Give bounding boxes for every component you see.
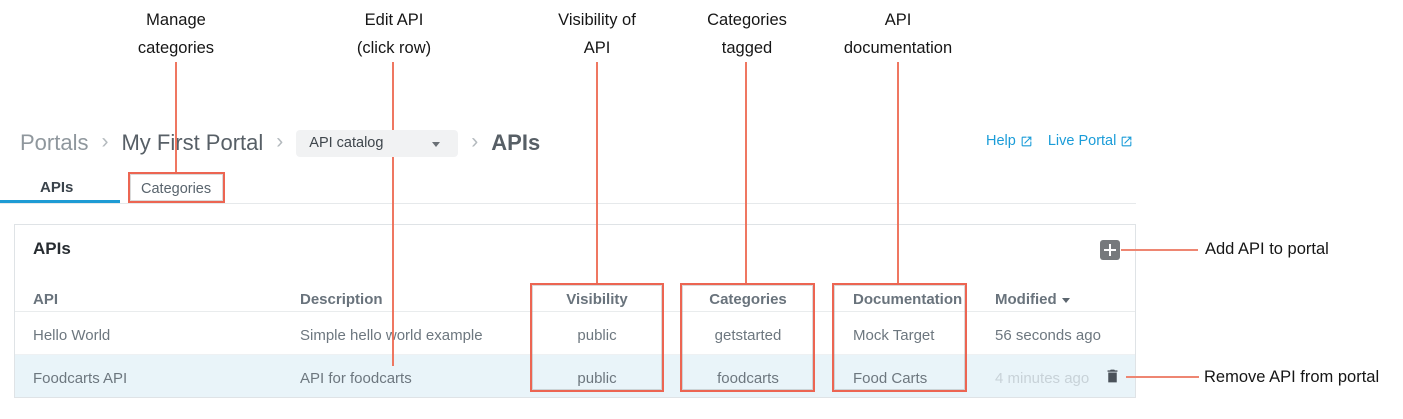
tab-categories[interactable]: Categories (141, 181, 212, 197)
tab-bar-divider (0, 203, 1136, 204)
table-row-cell-documentation[interactable]: Food Carts (853, 370, 928, 387)
panel-title: APIs (33, 239, 71, 258)
column-header-categories[interactable]: Categories (709, 291, 787, 308)
annotation-line-visibility (596, 62, 598, 283)
annotation-add-api-to-portal: Add API to portal (1205, 240, 1329, 258)
chevron-right-icon: › (276, 130, 284, 153)
chevron-right-icon: › (471, 130, 479, 153)
annotation-edit-api: Edit API (click row) (356, 11, 432, 57)
column-header-modified[interactable]: Modified (995, 291, 1070, 308)
page-select-value: API catalog (309, 135, 384, 151)
breadcrumb-portals[interactable]: Portals (20, 130, 89, 155)
annotation-line-categories (745, 62, 747, 283)
annotation-box-visibility-column (530, 283, 664, 392)
trash-icon (1107, 369, 1118, 383)
chevron-right-icon: › (101, 130, 109, 153)
column-header-visibility[interactable]: Visibility (566, 291, 628, 308)
annotation-remove-api-from-portal: Remove API from portal (1204, 368, 1380, 386)
table-row-cell-modified[interactable]: 56 seconds ago (995, 327, 1101, 344)
breadcrumb-current-apis: APIs (491, 130, 541, 155)
table-row-cell-description[interactable]: API for foodcarts (300, 370, 412, 387)
tab-apis-active-underline (0, 200, 120, 203)
live-portal-link[interactable]: Live Portal (1048, 133, 1134, 149)
table-row-divider (15, 354, 1135, 355)
annotation-line-add-api (1121, 249, 1198, 251)
add-api-button[interactable] (1100, 240, 1120, 260)
annotation-box-categories-column (680, 283, 815, 392)
annotation-box-documentation-column (832, 283, 967, 392)
table-row-cell-description[interactable]: Simple hello world example (300, 327, 483, 344)
caret-down-icon (432, 141, 441, 147)
table-header-divider (15, 311, 1135, 312)
annotation-line-documentation (897, 62, 899, 283)
column-header-description[interactable]: Description (300, 291, 383, 308)
annotation-line-manage-categories (175, 62, 177, 172)
annotation-manage-categories: Manage categories (137, 11, 215, 57)
page-select-dropdown[interactable]: API catalog (296, 129, 459, 157)
annotation-line-remove-api (1126, 376, 1199, 378)
table-row-cell-modified[interactable]: 4 minutes ago (995, 370, 1090, 387)
breadcrumb: Portals › My First Portal › API catalog … (20, 127, 540, 159)
tab-apis[interactable]: APIs (40, 179, 74, 196)
table-row-cell-categories[interactable]: foodcarts (717, 370, 779, 387)
external-link-icon (1121, 136, 1132, 147)
column-header-documentation[interactable]: Documentation (853, 291, 963, 308)
table-row-cell-categories[interactable]: getstarted (714, 327, 782, 344)
table-row-cell-api[interactable]: Foodcarts API (33, 370, 128, 387)
column-header-api[interactable]: API (33, 291, 59, 308)
annotation-box-categories-tab (128, 172, 225, 203)
table-row-cell-visibility[interactable]: public (577, 370, 617, 387)
help-link[interactable]: Help (986, 133, 1033, 149)
remove-api-button[interactable] (1104, 366, 1121, 386)
annotation-visibility: Visibility of API (558, 11, 636, 57)
external-link-icon (1021, 136, 1032, 147)
annotation-line-edit-api (392, 62, 394, 366)
table-row-cell-visibility[interactable]: public (577, 327, 617, 344)
top-links: Help Live Portal (986, 133, 1133, 149)
breadcrumb-portal-name[interactable]: My First Portal (121, 130, 264, 155)
table-row-cell-api[interactable]: Hello World (33, 327, 111, 344)
annotation-api-documentation: API documentation (843, 11, 953, 57)
sort-desc-icon (1061, 298, 1070, 303)
table-row-cell-documentation[interactable]: Mock Target (853, 327, 935, 344)
annotation-categories-tagged: Categories tagged (707, 11, 787, 57)
plus-icon (1104, 249, 1116, 251)
